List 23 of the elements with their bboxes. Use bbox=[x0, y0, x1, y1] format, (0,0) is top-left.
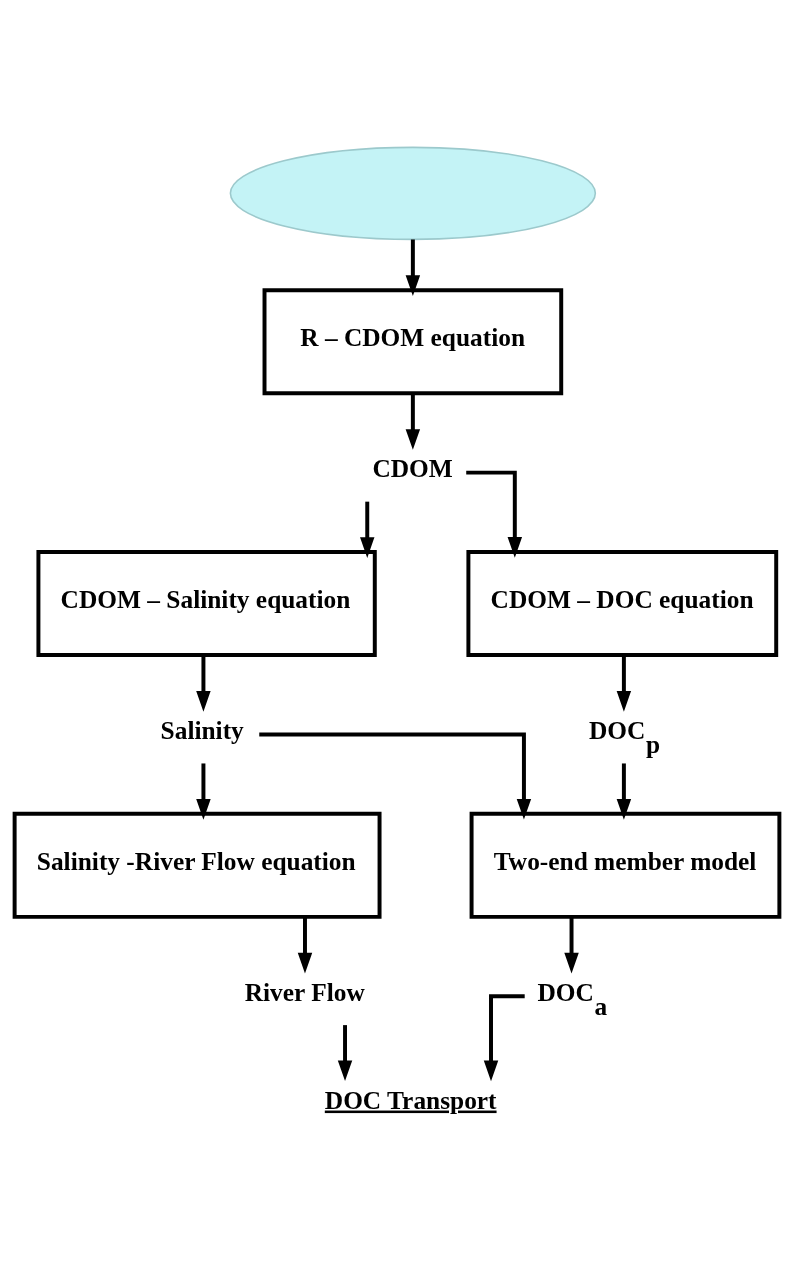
arrow bbox=[360, 501, 375, 558]
node-text: CDOM bbox=[372, 454, 453, 483]
arrow bbox=[196, 655, 211, 712]
arrow bbox=[196, 763, 211, 820]
arrow bbox=[483, 994, 525, 1082]
node-text: Salinity bbox=[160, 715, 244, 744]
arrow bbox=[564, 917, 579, 974]
node-box: Two-end member model bbox=[469, 811, 782, 919]
node-box: CDOM – Salinity equation bbox=[36, 549, 377, 658]
arrow bbox=[616, 655, 632, 712]
arrow bbox=[405, 239, 421, 296]
arrow bbox=[616, 763, 632, 820]
node-box: CDOM – DOC equation bbox=[466, 549, 779, 658]
node-box: Salinity -River Flow equation bbox=[12, 811, 382, 919]
arrow bbox=[466, 470, 523, 558]
node-ellipse bbox=[229, 146, 597, 241]
node-text: River Flow bbox=[244, 977, 365, 1006]
node-text: DOC Transport bbox=[324, 1085, 497, 1114]
arrow bbox=[259, 732, 532, 820]
node-box: R – CDOM equation bbox=[262, 288, 564, 396]
arrow bbox=[297, 917, 313, 974]
arrow bbox=[405, 393, 421, 450]
arrow bbox=[337, 1025, 353, 1082]
